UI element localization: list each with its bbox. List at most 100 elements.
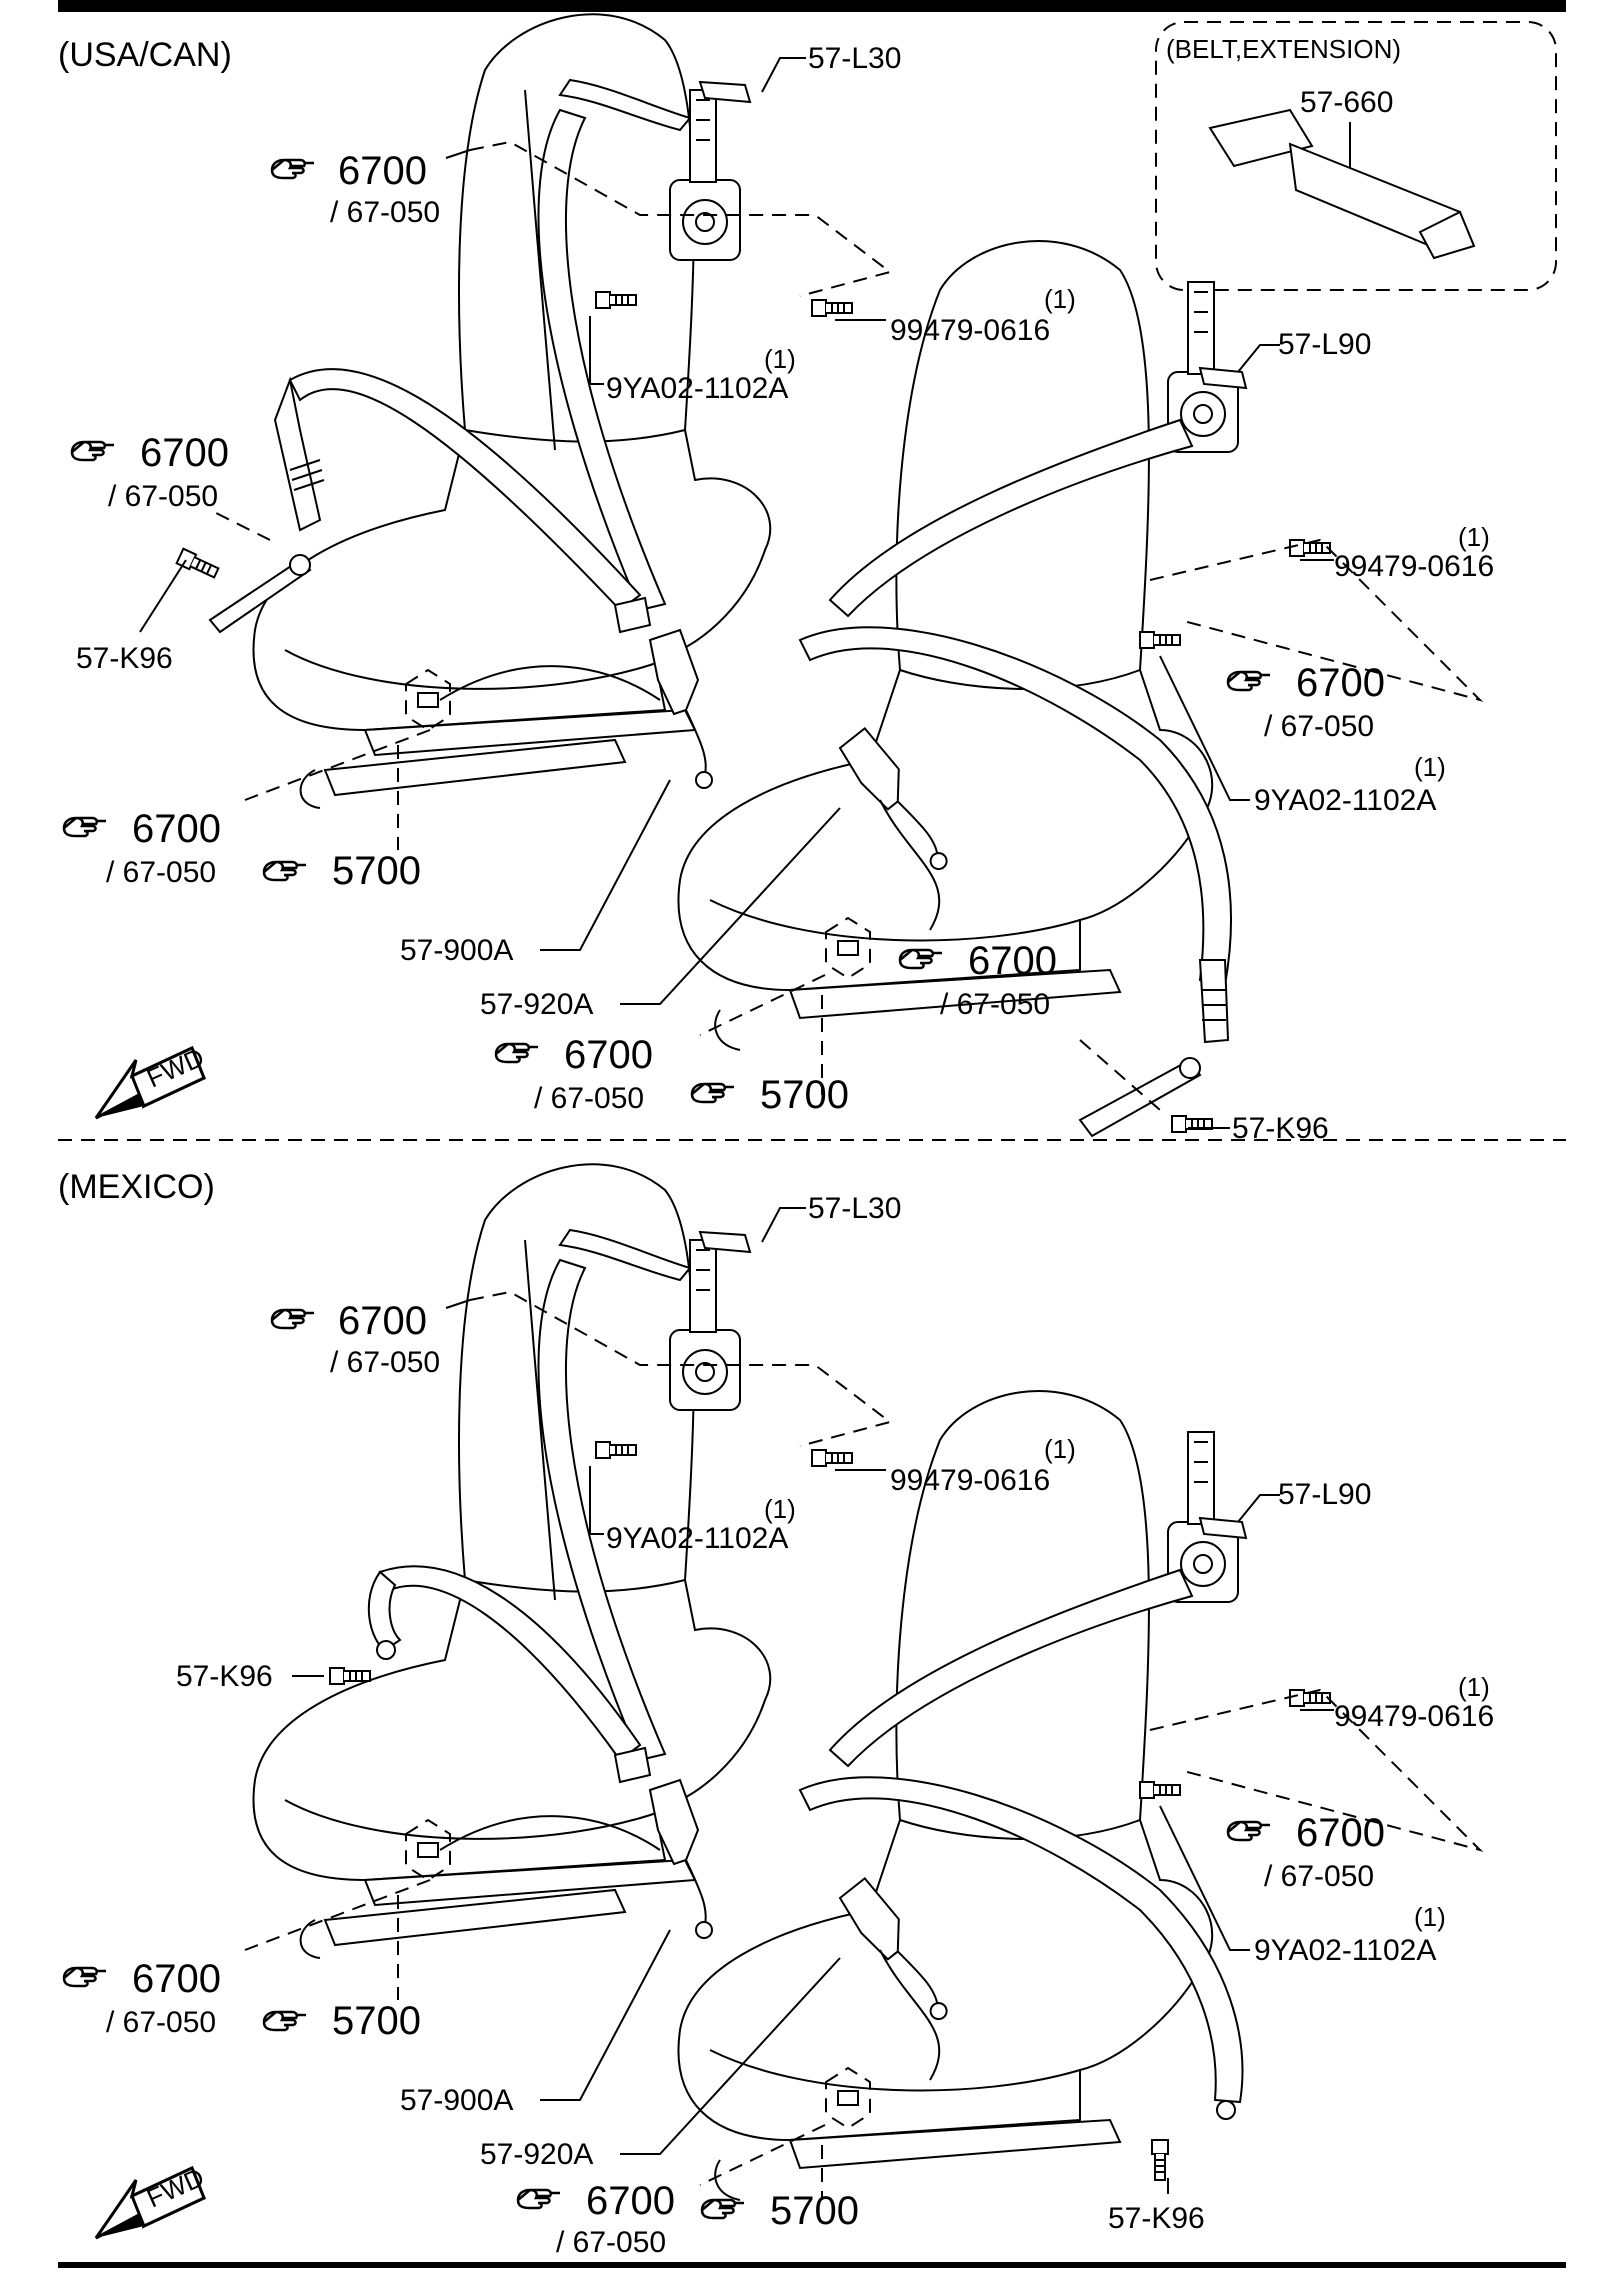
label-57-920A-mex: 57-920A <box>480 2138 593 2171</box>
bolt-usa-rear-anchor <box>1171 1115 1213 1133</box>
label-57-900A-usa: 57-900A <box>400 934 513 967</box>
bolt-mex-front-a <box>811 1449 853 1467</box>
pointing-hand-icon <box>270 158 316 180</box>
mexico-section: (MEXICO) <box>58 1163 1494 2259</box>
label-57-900A-mex: 57-900A <box>400 2084 513 2117</box>
label-99479-usa-rear: 99479-0616 <box>1334 550 1494 583</box>
svg-text:/ 67-050: / 67-050 <box>556 2226 666 2259</box>
ref-mex-4: 6700 / 67-050 <box>1226 1811 1385 1893</box>
qty-usa-3: (1) <box>1458 522 1490 552</box>
label-9YA02-usa-rear: 9YA02-1102A <box>1254 784 1436 817</box>
svg-text:/ 67-050: / 67-050 <box>106 856 216 889</box>
ref-mex-1: 6700 / 67-050 <box>270 1299 440 1379</box>
front-lap-belt-mex <box>378 1565 642 1762</box>
usa-section-title: (USA/CAN) <box>58 36 232 74</box>
label-57-K96-mex-front: 57-K96 <box>176 1660 273 1693</box>
rear-shoulder-belt <box>828 418 1194 618</box>
rear-shoulder-belt-mex <box>828 1568 1194 1768</box>
pointing-hand-icon <box>70 440 116 462</box>
pointing-hand-icon <box>1226 1820 1272 1842</box>
svg-text:6700: 6700 <box>586 2179 675 2223</box>
label-99479-mex-rear: 99479-0616 <box>1334 1700 1494 1733</box>
label-9YA02-usa-front: 9YA02-1102A <box>606 372 788 405</box>
ref-mex-2: 6700 / 67-050 <box>62 1957 221 2039</box>
svg-text:5700: 5700 <box>760 1073 849 1117</box>
qty-mex-2: (1) <box>764 1494 796 1524</box>
ref-usa-1: 6700 / 67-050 <box>270 149 440 229</box>
pointing-hand-icon <box>62 1966 108 1988</box>
fwd-arrow-icon: FWD <box>94 1042 209 1120</box>
svg-text:/ 67-050: / 67-050 <box>940 988 1050 1021</box>
rear-anchor-bar <box>1078 1058 1202 1138</box>
bottom-border <box>58 2262 1566 2268</box>
label-57-L90-mex: 57-L90 <box>1278 1478 1371 1511</box>
pointing-hand-icon <box>516 2188 562 2210</box>
pointing-hand-icon <box>262 860 308 882</box>
ref-usa-6: 6700 / 67-050 <box>898 939 1057 1021</box>
ref-usa-5: 6700 / 67-050 <box>1226 661 1385 743</box>
svg-text:5700: 5700 <box>332 849 421 893</box>
svg-text:/ 67-050: / 67-050 <box>330 196 440 229</box>
label-99479-usa-front: 99479-0616 <box>890 314 1050 347</box>
bolt-usa-front-b <box>595 291 637 309</box>
pointing-hand-icon <box>494 1042 540 1064</box>
ref-mex-6: 5700 <box>700 2189 859 2233</box>
label-57-L90-usa: 57-L90 <box>1278 328 1371 361</box>
extension-title: (BELT,EXTENSION) <box>1166 34 1401 64</box>
mexico-section-title: (MEXICO) <box>58 1168 215 1206</box>
ref-usa-3: 6700 / 67-050 <box>62 807 221 889</box>
svg-text:5700: 5700 <box>332 1999 421 2043</box>
svg-text:6700: 6700 <box>1296 1811 1385 1855</box>
qty-usa-1: (1) <box>1044 284 1076 314</box>
pointing-hand-icon <box>690 1082 736 1104</box>
usa-section: (USA/CAN) (BELT,EXTENSION) 57-660 <box>58 13 1557 1145</box>
ref-usa-4: 5700 <box>262 849 421 893</box>
extension-part-label: 57-660 <box>1300 86 1393 119</box>
front-shoulder-belt-mex <box>537 1258 667 1762</box>
bolt-mex-front-anchor <box>329 1667 371 1685</box>
svg-text:6700: 6700 <box>338 149 427 193</box>
svg-text:/ 67-050: / 67-050 <box>106 2006 216 2039</box>
bolt-mex-front-b <box>595 1441 637 1459</box>
svg-text:/ 67-050: / 67-050 <box>1264 710 1374 743</box>
svg-text:/ 67-050: / 67-050 <box>1264 1860 1374 1893</box>
qty-mex-3: (1) <box>1458 1672 1490 1702</box>
front-shoulder-belt <box>537 108 667 612</box>
ref-usa-8: 5700 <box>690 1073 849 1117</box>
qty-mex-1: (1) <box>1044 1434 1076 1464</box>
pointing-hand-icon <box>700 2198 746 2220</box>
label-99479-mex-front: 99479-0616 <box>890 1464 1050 1497</box>
bolt-usa-front-a <box>811 299 853 317</box>
ref-usa-7: 6700 / 67-050 <box>494 1033 653 1115</box>
svg-text:6700: 6700 <box>338 1299 427 1343</box>
label-9YA02-mex-rear: 9YA02-1102A <box>1254 1934 1436 1967</box>
bolt-mex-rear-b <box>1139 1781 1181 1799</box>
front-anchor-bar <box>208 558 312 634</box>
belt-extension-box: (BELT,EXTENSION) 57-660 <box>1155 21 1557 291</box>
extension-buckle <box>1208 108 1314 168</box>
qty-mex-4: (1) <box>1414 1902 1446 1932</box>
qty-usa-4: (1) <box>1414 752 1446 782</box>
label-57-K96-usa-front: 57-K96 <box>76 642 173 675</box>
label-57-K96-mex-rear: 57-K96 <box>1108 2202 1205 2235</box>
svg-text:6700: 6700 <box>564 1033 653 1077</box>
fwd-arrow-icon: FWD <box>94 2162 209 2240</box>
svg-text:6700: 6700 <box>968 939 1057 983</box>
ref-mex-5: 6700 / 67-050 <box>516 2179 675 2259</box>
svg-text:6700: 6700 <box>132 1957 221 2001</box>
svg-text:6700: 6700 <box>132 807 221 851</box>
ref-mex-3: 5700 <box>262 1999 421 2043</box>
label-57-K96-usa-rear: 57-K96 <box>1232 1112 1329 1145</box>
pointing-hand-icon <box>270 1308 316 1330</box>
front-lap-belt <box>288 368 642 612</box>
svg-text:/ 67-050: / 67-050 <box>108 480 218 513</box>
top-border <box>58 0 1566 12</box>
svg-text:6700: 6700 <box>140 431 229 475</box>
svg-text:6700: 6700 <box>1296 661 1385 705</box>
label-9YA02-mex-front: 9YA02-1102A <box>606 1522 788 1555</box>
ref-usa-2: 6700 / 67-050 <box>70 431 229 513</box>
svg-text:5700: 5700 <box>770 2189 859 2233</box>
label-57-920A-usa: 57-920A <box>480 988 593 1021</box>
bolt-usa-rear-b <box>1139 631 1181 649</box>
